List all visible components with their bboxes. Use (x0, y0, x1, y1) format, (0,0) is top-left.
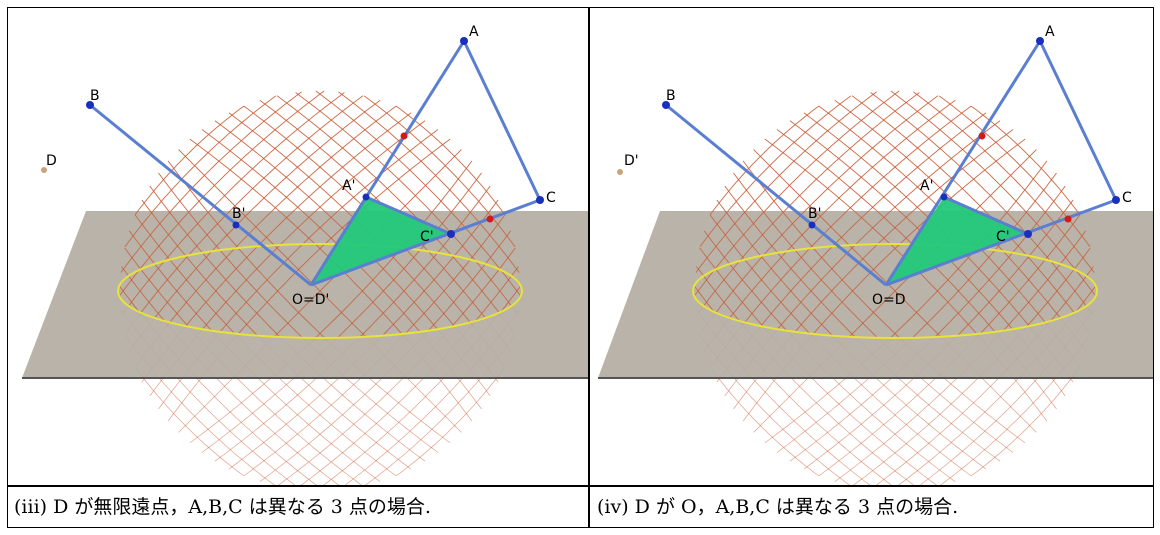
panel-iii: A B C A' B' C' D O=D' (8, 8, 588, 485)
point-a (1036, 37, 1044, 45)
mesh-curve (158, 172, 439, 338)
point-a-prime (362, 193, 370, 201)
sphere-point-a (400, 132, 408, 140)
label-d: D (46, 153, 57, 169)
mesh-curve (243, 214, 506, 338)
mesh-curve (228, 199, 499, 338)
label-origin: O=D' (292, 292, 329, 308)
segments (89, 40, 542, 287)
label-a: A (1045, 24, 1055, 40)
mesh-curve (970, 105, 1081, 216)
mesh-curve (742, 160, 1026, 338)
mesh-curve (167, 160, 451, 338)
mesh-curve (295, 266, 519, 338)
label-c: C (546, 190, 556, 206)
mesh-curve (134, 214, 397, 338)
point-b (86, 101, 94, 109)
mesh-curve (124, 247, 364, 338)
mesh-curve (128, 230, 381, 338)
mesh-curve (149, 185, 426, 338)
segments (665, 40, 1118, 287)
label-origin: O=D (872, 292, 906, 308)
mesh-curve (851, 95, 1091, 335)
point-c (536, 196, 544, 204)
point-b-prime (232, 221, 240, 229)
point-a-prime (940, 193, 948, 201)
point-b (662, 101, 670, 109)
diagram-iv: A B C A' B' C' D' O=D (598, 24, 1153, 485)
mesh-curve (818, 214, 1081, 338)
label-a: A (469, 24, 479, 40)
mesh-curve (834, 230, 1087, 338)
figure-frame (7, 7, 1154, 528)
label-b: B (90, 88, 100, 104)
mesh-curve (733, 172, 1014, 338)
sphere-point-a (978, 132, 986, 140)
mesh-curve (699, 247, 939, 338)
mesh-curve (276, 247, 516, 338)
point-c-prime (1024, 230, 1032, 238)
caption-iii: (iii) D が無限遠点，A,B,C は異なる 3 点の場合. (14, 496, 431, 518)
mesh-curve (851, 247, 1091, 338)
point-d (617, 169, 623, 175)
label-a-prime: A' (342, 178, 355, 194)
label-c-prime: C' (420, 229, 434, 245)
point-d (41, 167, 47, 173)
mesh-curve (716, 199, 987, 338)
mesh-curve (315, 90, 521, 296)
mesh-curve (276, 95, 516, 335)
sphere-point-c (486, 215, 494, 223)
label-b-prime: B' (232, 206, 245, 222)
sphere-point-c (1064, 215, 1072, 223)
mesh-curve (295, 92, 519, 316)
mesh-curve (724, 185, 1001, 338)
label-c-prime: C' (996, 229, 1010, 245)
caption-divider (7, 485, 1154, 487)
mesh-curve (709, 214, 972, 338)
point-a (460, 37, 468, 45)
mesh-curve (870, 92, 1094, 316)
label-b: B (666, 88, 676, 104)
mesh-curve (913, 91, 1095, 273)
mesh-curve (709, 366, 820, 477)
label-d: D' (624, 153, 639, 169)
label-a-prime: A' (920, 178, 933, 194)
mesh-curve (259, 230, 512, 338)
mesh-curve (870, 266, 1094, 338)
equator-circle (117, 243, 523, 339)
mesh-curve (703, 230, 956, 338)
mesh-curve (134, 366, 245, 477)
mesh-curve (803, 199, 1074, 338)
panel-iv: A B C A' B' C' D' O=D (590, 8, 1153, 485)
panel-divider (588, 7, 590, 528)
label-b-prime: B' (808, 206, 821, 222)
mesh-curve (753, 149, 1037, 338)
diagram-iii: A B C A' B' C' D O=D' (22, 24, 588, 485)
label-c: C (1122, 190, 1132, 206)
mesh-curve (696, 266, 920, 338)
plane (22, 211, 588, 378)
caption-iv: (iv) D が O，A,B,C は異なる 3 点の場合. (597, 496, 959, 518)
mesh-curve (141, 199, 412, 338)
mesh-curve (178, 149, 462, 338)
equator-circle (692, 243, 1098, 339)
mesh-curve (395, 105, 506, 216)
mesh-curve (338, 91, 520, 273)
mesh-curve (121, 266, 345, 338)
point-c-prime (447, 230, 455, 238)
point-c (1112, 196, 1120, 204)
mesh-curve (890, 90, 1096, 296)
point-b-prime (808, 221, 816, 229)
